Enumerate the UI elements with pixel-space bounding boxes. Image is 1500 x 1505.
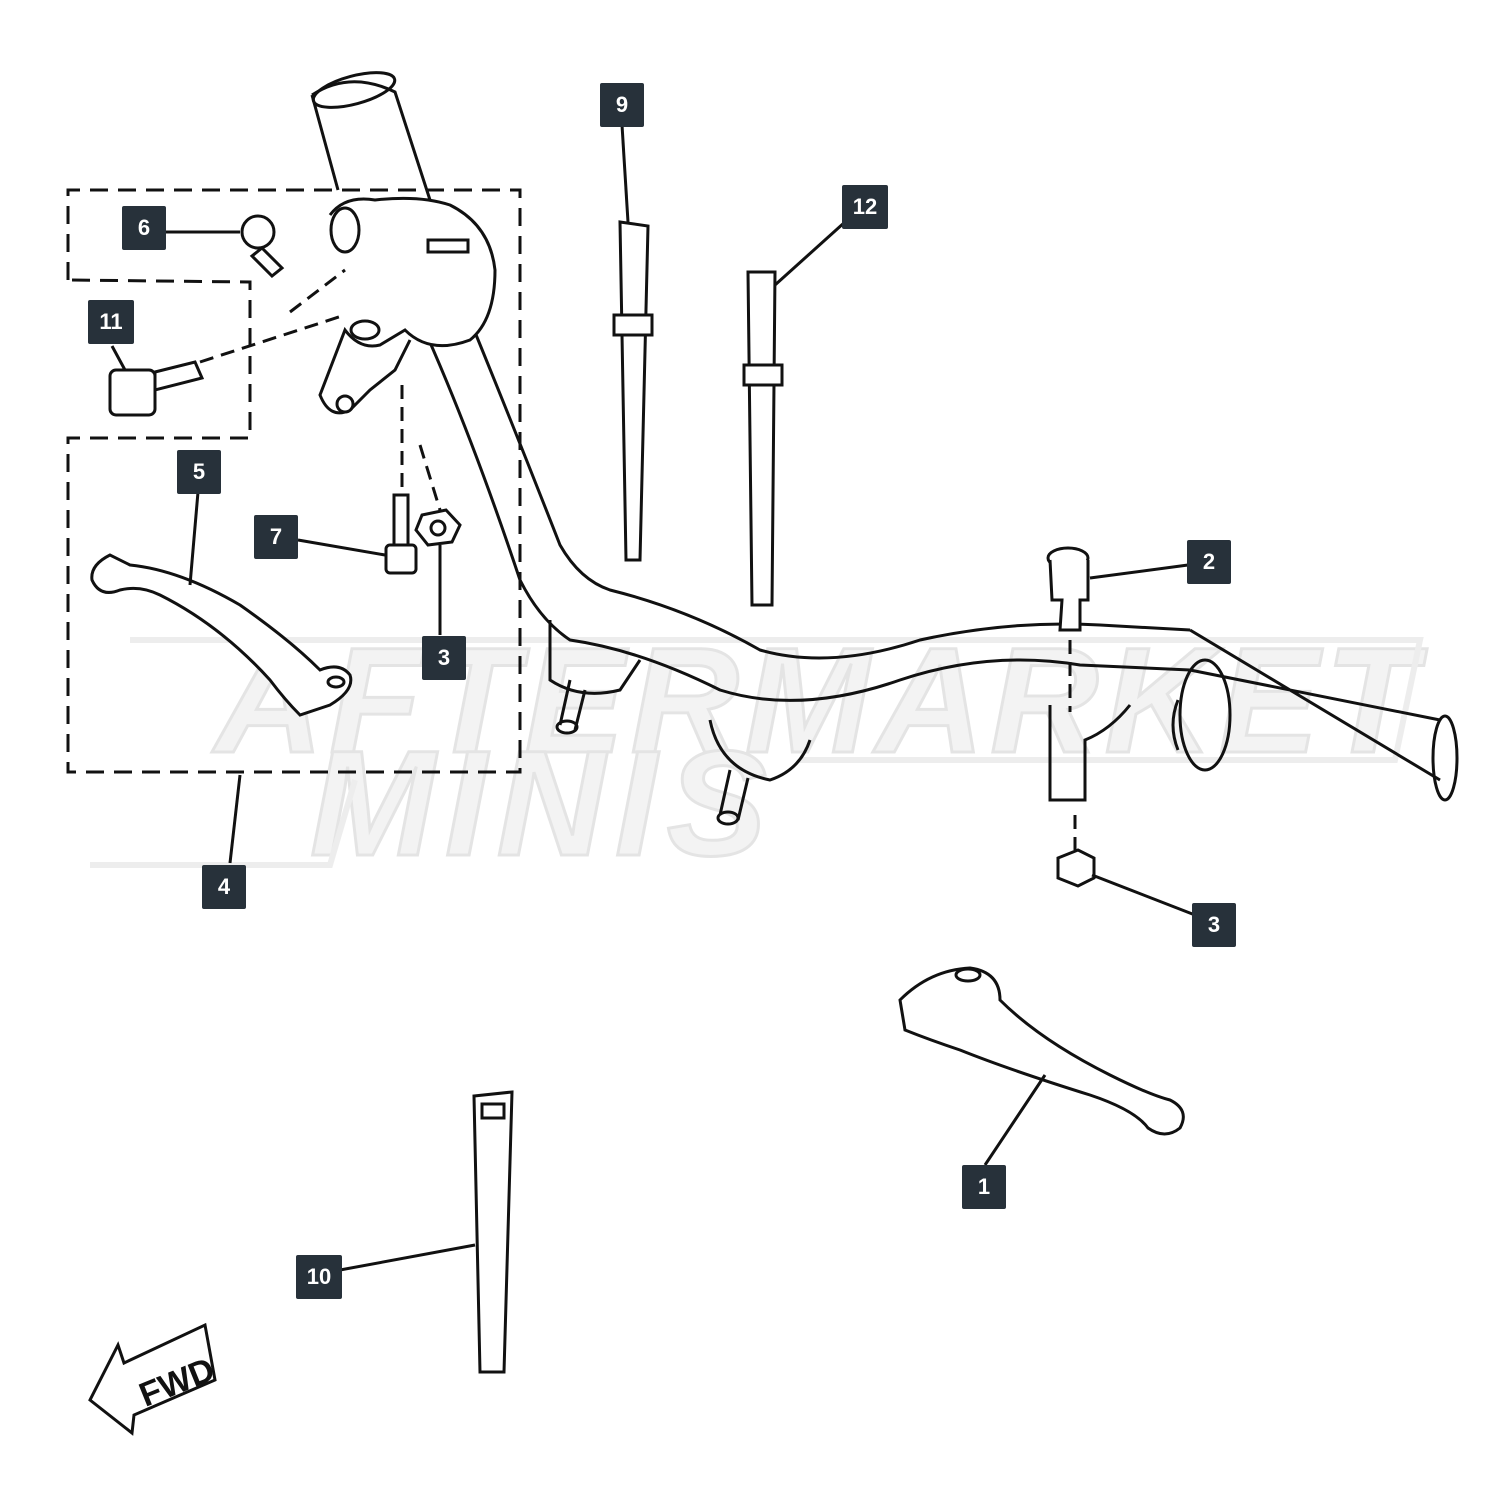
cable-tie-9 [612, 220, 654, 562]
callout-part-12: 12 [842, 185, 888, 229]
callout-part-10: 10 [296, 1255, 342, 1299]
callout-part-4: 4 [202, 865, 246, 909]
assembly-boundary-dashed [66, 188, 522, 774]
callout-part-11: 11 [88, 300, 134, 344]
clutch-lever-right [898, 966, 1185, 1136]
callout-part-7: 7 [254, 515, 298, 559]
watermark-line2: MINIS [310, 719, 777, 887]
callout-part-6: 6 [122, 206, 166, 250]
callout-part-3-right: 3 [1192, 903, 1236, 947]
fwd-direction-arrow: FWD [88, 1322, 220, 1436]
cable-tie-12 [742, 270, 784, 607]
callout-part-1: 1 [962, 1165, 1006, 1209]
hardware-parts [108, 214, 1096, 888]
callout-part-5: 5 [177, 450, 221, 494]
handlebar [310, 71, 1459, 826]
callout-part-9: 9 [600, 83, 644, 127]
cable-tie-10 [472, 1090, 514, 1374]
lever-bracket [318, 196, 497, 415]
leader-lines [110, 124, 1196, 1272]
callout-part-3-left: 3 [422, 636, 466, 680]
callout-part-2: 2 [1187, 540, 1231, 584]
brake-lever-left [90, 553, 353, 717]
